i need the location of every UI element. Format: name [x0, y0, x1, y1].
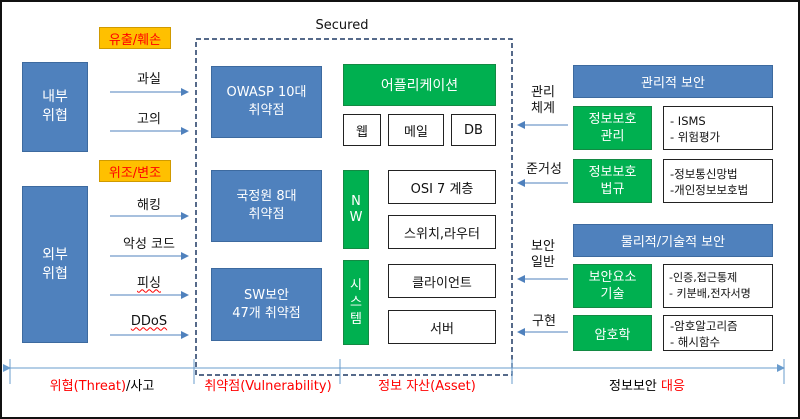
threat-item-malware: 악성 코드: [123, 236, 175, 252]
asset-osi-box: OSI 7 계층: [388, 170, 496, 204]
asset-app-box: 어플리케이션: [343, 64, 496, 106]
admin-security-header: 관리적 보안: [573, 65, 773, 98]
admin-label-framework: 관리 체계: [531, 85, 555, 116]
vuln-nis-box: 국정원 8대 취약점: [211, 170, 322, 242]
bottom-counter-label: 정보보안 대응: [609, 378, 685, 394]
asset-nw-box: N W: [343, 170, 369, 249]
phys-label-general: 보안 일반: [531, 239, 555, 270]
threat-item-negligence: 과실: [137, 71, 161, 87]
threat-item-ddos: DDoS: [130, 313, 168, 329]
leak-tag: 유출/훼손: [99, 27, 171, 49]
asset-mail-box: 메일: [388, 114, 444, 146]
mgmt-items: - ISMS - 위험평가: [663, 106, 773, 150]
asset-web-box: 웹: [343, 114, 381, 146]
elem-items: -인증,접근통제 - 키분배,전자서명: [663, 264, 773, 308]
bottom-vuln-label: 취약점(Vulnerability): [204, 378, 332, 394]
asset-server-box: 서버: [388, 310, 496, 344]
vuln-sw-box: SW보안 47개 취약점: [211, 268, 322, 341]
secured-region: [195, 38, 513, 376]
elem-box: 보안요소 기술: [573, 264, 652, 308]
phys-security-header: 물리적/기술적 보안: [573, 224, 773, 257]
threat-item-hacking: 해킹: [137, 197, 161, 213]
asset-db-box: DB: [451, 114, 496, 146]
forge-tag: 위조/변조: [99, 160, 171, 182]
bottom-threat-label: 위협(Threat)/사고: [49, 378, 155, 394]
bottom-asset-label: 정보 자산(Asset): [378, 378, 476, 394]
threat-item-intent: 고의: [137, 111, 161, 127]
crypto-items: -암호알고리즘 - 해시함수: [663, 315, 773, 351]
vuln-owasp-box: OWASP 10대 취약점: [211, 66, 322, 138]
threat-item-phishing: 피싱: [137, 275, 161, 291]
crypto-box: 암호학: [573, 315, 652, 351]
external-threat-box: 외부 위협: [22, 186, 88, 343]
internal-threat-box: 내부 위협: [22, 62, 88, 152]
asset-switch-box: 스위치,라우터: [388, 215, 496, 249]
mgmt-box: 정보보호 관리: [573, 106, 652, 150]
admin-label-compliance: 준거성: [526, 161, 562, 177]
asset-system-box: 시 스 템: [343, 260, 369, 345]
asset-client-box: 클라이언트: [388, 264, 496, 298]
law-items: -정보통신망법 -개인정보보호법: [663, 159, 773, 203]
law-box: 정보보호 법규: [573, 159, 652, 203]
phys-label-implement: 구현: [532, 313, 556, 329]
secured-label: Secured: [315, 17, 369, 33]
